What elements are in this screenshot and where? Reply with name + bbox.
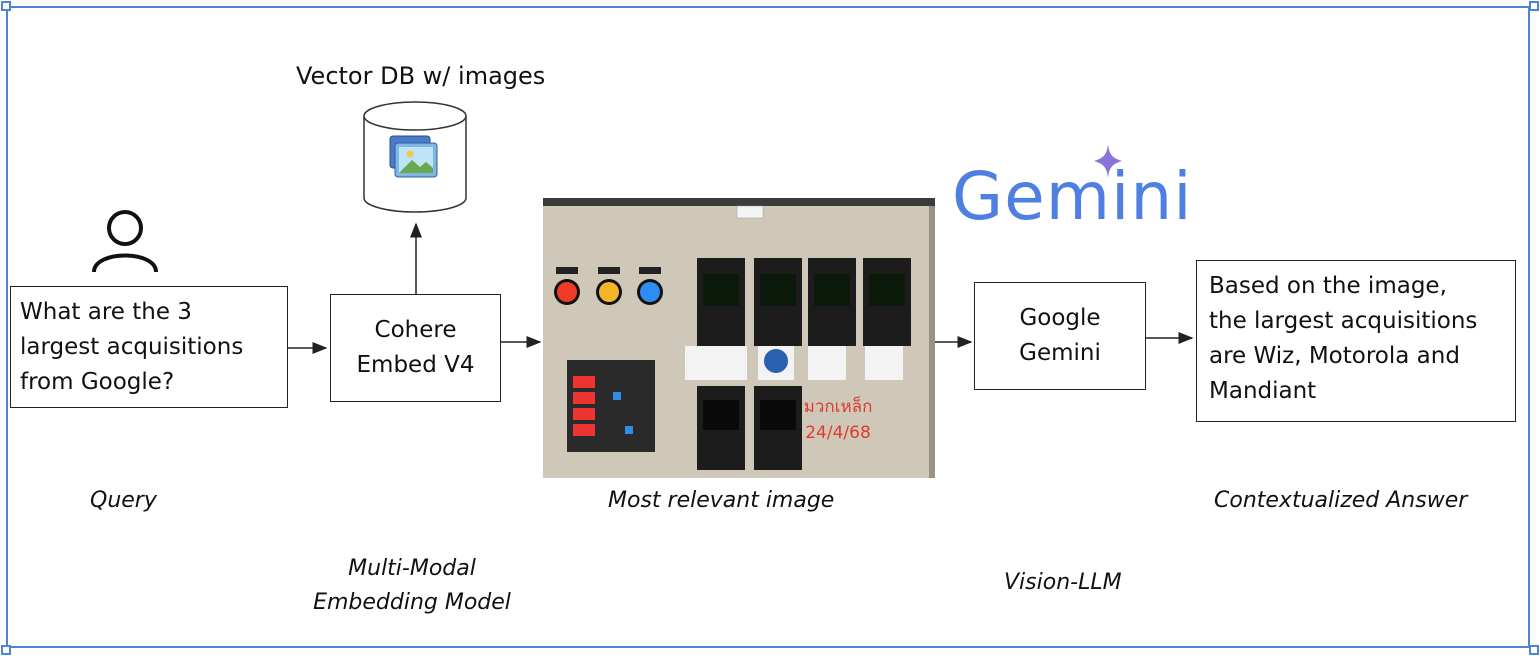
frame-handle [1, 645, 11, 655]
gemini-logo-text: Gemini [952, 158, 1193, 235]
caption-answer: Contextualized Answer [1214, 488, 1468, 513]
llm-box: Google Gemini [974, 282, 1146, 390]
embed-line: Cohere [374, 317, 457, 343]
frame-handle [1, 1, 11, 11]
query-line: largest acquisitions [20, 334, 244, 360]
answer-line: Mandiant [1209, 378, 1317, 404]
caption-image: Most relevant image [608, 488, 835, 513]
answer-line: Based on the image, [1209, 273, 1447, 299]
power-meter [567, 360, 655, 452]
answer-line: are Wiz, Motorola and [1209, 343, 1460, 369]
embed-model-box: Cohere Embed V4 [330, 294, 501, 402]
caption-embed-line: Multi-Modal [348, 556, 476, 581]
temperature-controllers [697, 258, 911, 470]
image-overlay-text: 24/4/68 [805, 423, 871, 443]
image-overlay-text: มวกเหล็ก [804, 395, 873, 417]
frame-handle [1529, 645, 1539, 655]
frame-handle [1529, 1, 1539, 11]
vector-db-title: Vector DB w/ images [296, 62, 546, 90]
logo-stickers [685, 346, 903, 380]
llm-line: Gemini [1019, 340, 1101, 366]
caption-embed-line: Embedding Model [313, 590, 511, 615]
answer-line: the largest acquisitions [1209, 308, 1478, 334]
caption-query: Query [90, 488, 157, 513]
query-box: What are the 3 largest acquisitions from… [10, 286, 288, 408]
caption-llm: Vision-LLM [1004, 570, 1122, 595]
embed-line: Embed V4 [356, 352, 475, 378]
diagram-frame [6, 6, 1530, 648]
query-line: from Google? [20, 369, 175, 395]
image-gallery-icon [389, 135, 438, 178]
llm-line: Google [1019, 305, 1101, 331]
user-icon [92, 210, 158, 273]
indicator-lights [554, 267, 663, 305]
caption-embed: Multi-Modal Embedding Model [302, 552, 522, 620]
database-icon [363, 101, 467, 213]
query-line: What are the 3 [20, 299, 192, 325]
gemini-logo: Gemini [952, 158, 1193, 235]
control-panel-photo: มวกเหล็ก 24/4/68 [543, 198, 935, 478]
answer-box: Based on the image, the largest acquisit… [1196, 260, 1516, 422]
sparkle-icon [1094, 144, 1122, 178]
